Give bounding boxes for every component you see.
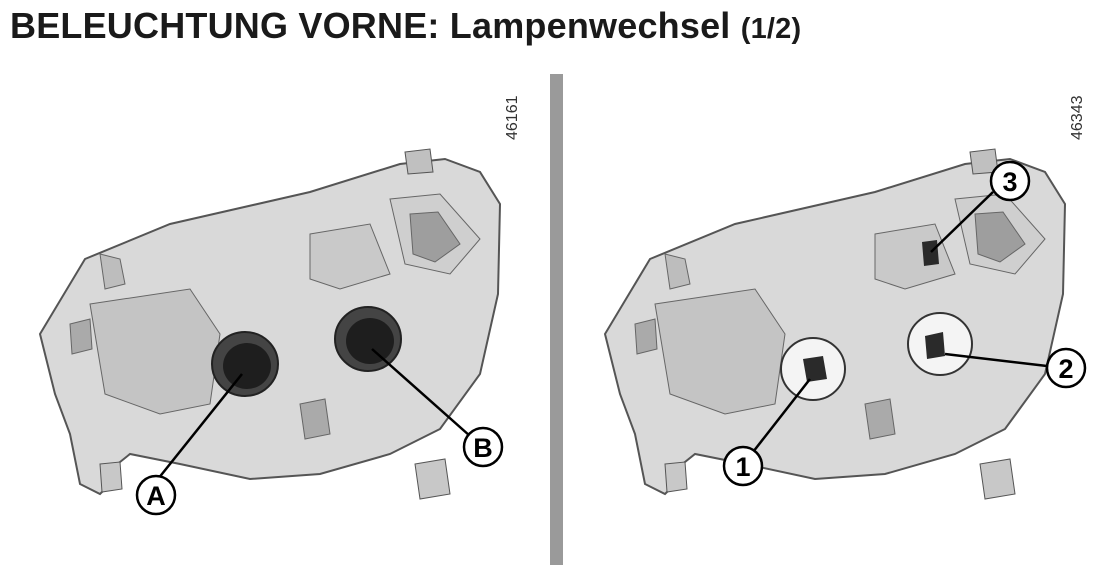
headlamp-illustration-left: A B [38,148,504,516]
panel-divider [550,74,563,565]
callout-1: 1 [722,445,764,487]
lamp-socket-2 [907,312,973,376]
callout-3: 3 [989,160,1031,202]
figure-left: A B 46161 [10,74,540,565]
callout-a: A [135,474,177,516]
figure-id-right: 46343 [1069,95,1086,141]
leader-line-3 [930,191,994,253]
headlamp-illustration-right: 1 2 3 [603,148,1087,500]
leader-line-2 [944,352,1048,368]
callout-b: B [462,426,504,468]
lamp-cap-a [211,331,279,397]
callout-2: 2 [1045,347,1087,389]
page-title: BELEUCHTUNG VORNE: Lampenwechsel (1/2) [10,4,801,51]
figure-id-left: 46161 [504,95,521,141]
lamp-socket-1 [780,337,846,401]
callout-3-label: 3 [1002,167,1017,197]
callout-1-label: 1 [735,452,750,482]
callout-2-label: 2 [1058,354,1073,384]
lamp-cap-b [334,306,402,372]
leader-line-1 [752,378,811,453]
page-title-main: BELEUCHTUNG VORNE: Lampenwechsel [10,5,731,46]
leader-line-b [371,348,471,437]
callout-a-label: A [146,481,166,511]
callout-b-label: B [473,433,493,463]
page-title-sub: (1/2) [740,13,802,45]
figure-right: 1 2 3 46343 [575,74,1105,565]
leader-line-a [157,373,243,480]
lamp-socket-3 [922,240,939,266]
